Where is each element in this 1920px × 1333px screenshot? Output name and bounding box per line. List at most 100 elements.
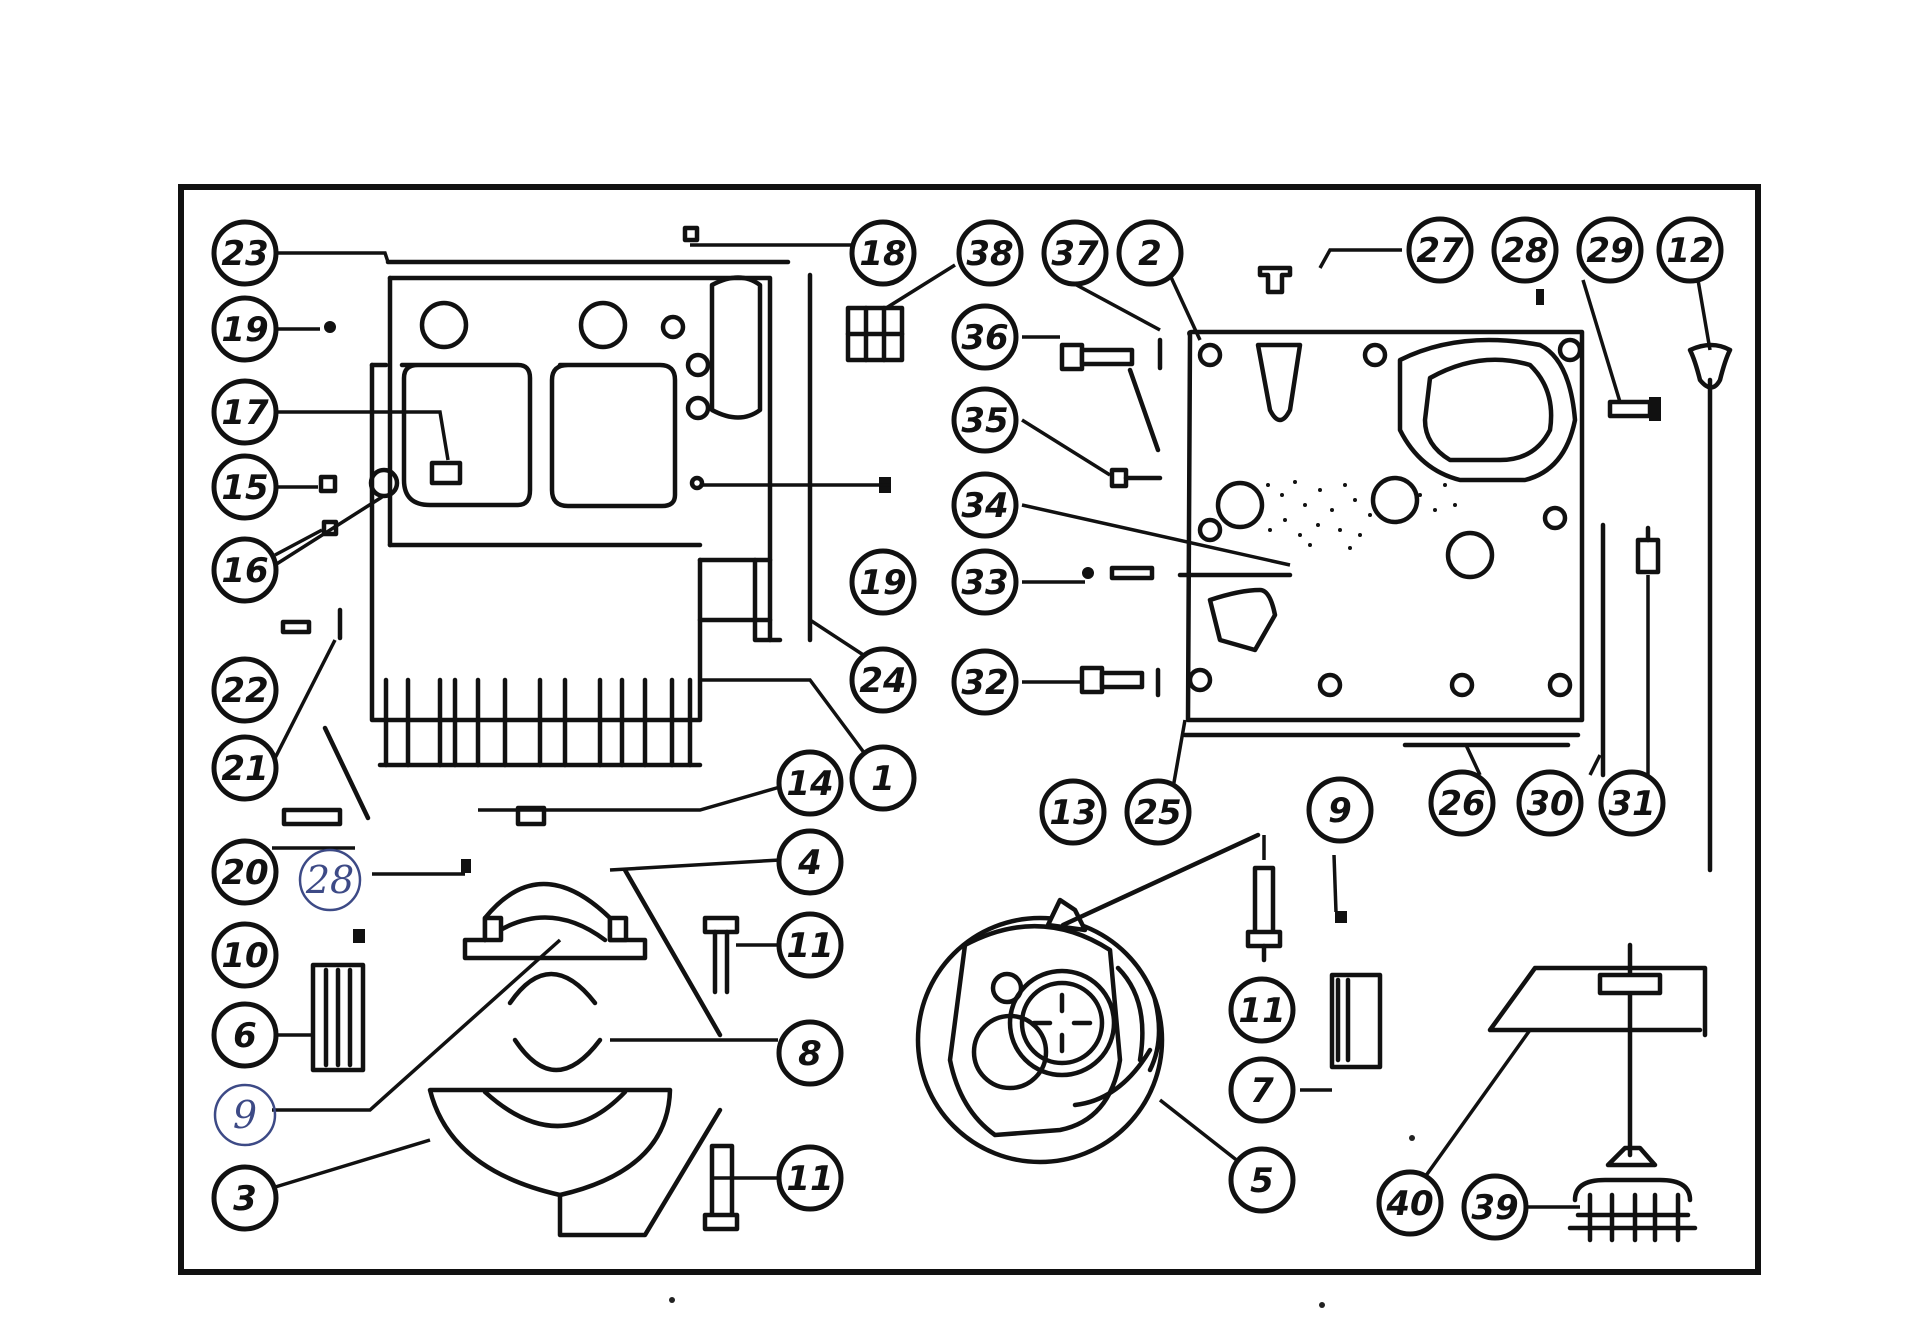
callout-29: 29 [1576, 216, 1644, 284]
callout-circle [211, 734, 279, 802]
callout-number: 22 [221, 671, 268, 711]
callout-26: 26 [1428, 769, 1496, 837]
callout-circle [1228, 1146, 1296, 1214]
upper-right-parts [1257, 265, 1733, 873]
callout-11b: 11 [776, 1144, 844, 1212]
callout-circle [951, 471, 1019, 539]
callout-number: 29 [1586, 231, 1633, 271]
callout-number: 13 [1049, 793, 1096, 833]
callout-6: 6 [211, 1001, 279, 1069]
cover-gasket-texture [1266, 480, 1457, 550]
callout-37: 37 [1041, 219, 1109, 287]
callout-circle [211, 838, 279, 906]
scan-speck [1319, 1302, 1325, 1308]
callout-2: 2 [1116, 219, 1184, 287]
callout-circle [776, 911, 844, 979]
scan-speck [669, 1297, 675, 1303]
callout-circle [1041, 219, 1109, 287]
block-small-parts [280, 225, 905, 1073]
callout-circle [1428, 769, 1496, 837]
callout-number: 11 [1238, 991, 1285, 1031]
callout-8: 8 [776, 1019, 844, 1087]
scan-speck [1409, 1135, 1415, 1141]
callout-circle [1228, 976, 1296, 1044]
callout-circle [1516, 769, 1584, 837]
callout-34: 34 [951, 471, 1019, 539]
callout-number: 15 [221, 468, 268, 508]
cover-bolts [1059, 337, 1293, 698]
callout-number: 25 [1134, 793, 1181, 833]
callout-circle [956, 219, 1024, 287]
callout-40: 40 [1376, 1169, 1444, 1237]
callout-number: 34 [961, 486, 1008, 526]
callout-circle [1124, 778, 1192, 846]
callout-number: 37 [1051, 234, 1099, 274]
callout-circle [1306, 776, 1374, 844]
callout-circle [776, 1144, 844, 1212]
callout-circle [211, 295, 279, 363]
right-middle-parts [1245, 865, 1383, 1070]
callout-circle [776, 1019, 844, 1087]
callout-number: 28 [1501, 231, 1548, 271]
callout-number: 23 [221, 234, 268, 274]
callout-7: 7 [1228, 1056, 1296, 1124]
handwritten-circle [213, 1083, 277, 1147]
callout-circle [951, 548, 1019, 616]
handwritten-labels: 28 9 [213, 848, 362, 1147]
callout-circle [849, 744, 917, 812]
callout-24: 24 [849, 646, 917, 714]
callout-number: 7 [1250, 1071, 1274, 1111]
callout-20: 20 [211, 838, 279, 906]
callout-circle [1656, 216, 1724, 284]
callout-31: 31 [1598, 769, 1666, 837]
callout-circle [211, 536, 279, 604]
callout-number: 1 [871, 759, 895, 799]
callout-18: 18 [849, 219, 917, 287]
callout-circle [1406, 216, 1474, 284]
callout-23: 23 [211, 219, 279, 287]
callout-30: 30 [1516, 769, 1584, 837]
handwritten-number: 28 [305, 858, 354, 902]
callout-circle [776, 828, 844, 896]
callout-number: 19 [221, 310, 268, 350]
callout-circle [951, 648, 1019, 716]
callout-circle [1376, 1169, 1444, 1237]
callout-number: 24 [859, 661, 906, 701]
callout-number: 32 [961, 663, 1008, 703]
callout-circle [776, 749, 844, 817]
callout-circle [951, 303, 1019, 371]
callout-circle [1461, 1173, 1529, 1241]
callout-11c: 11 [1228, 976, 1296, 1044]
callout-circle [211, 453, 279, 521]
callout-circle [211, 656, 279, 724]
callout-circle [1598, 769, 1666, 837]
handwritten-number: 9 [233, 1093, 257, 1137]
callout-number: 21 [221, 749, 268, 789]
callout-15: 15 [211, 453, 279, 521]
callout-circle [849, 219, 917, 287]
callout-22: 22 [211, 656, 279, 724]
callout-circle [211, 219, 279, 287]
callout-10: 10 [211, 921, 279, 989]
callout-circle [951, 386, 1019, 454]
handwritten-callout-9h: 9 [213, 1083, 277, 1147]
callout-circle [211, 921, 279, 989]
callout-19b: 19 [849, 548, 917, 616]
callout-number: 9 [1328, 791, 1352, 831]
leader-lines [268, 243, 1712, 1209]
callout-33: 33 [951, 548, 1019, 616]
callout-circle [1576, 216, 1644, 284]
callout-38: 38 [956, 219, 1024, 287]
callout-number: 36 [961, 318, 1008, 358]
callout-circle [211, 1001, 279, 1069]
callout-number: 26 [1438, 784, 1485, 824]
callout-11a: 11 [776, 911, 844, 979]
callout-16: 16 [211, 536, 279, 604]
callout-number: 2 [1138, 234, 1162, 274]
callout-number: 11 [786, 926, 833, 966]
crankcase-parts [427, 867, 740, 1238]
handwritten-callout-28h: 28 [298, 848, 362, 912]
callout-32: 32 [951, 648, 1019, 716]
callout-number: 38 [966, 234, 1013, 274]
